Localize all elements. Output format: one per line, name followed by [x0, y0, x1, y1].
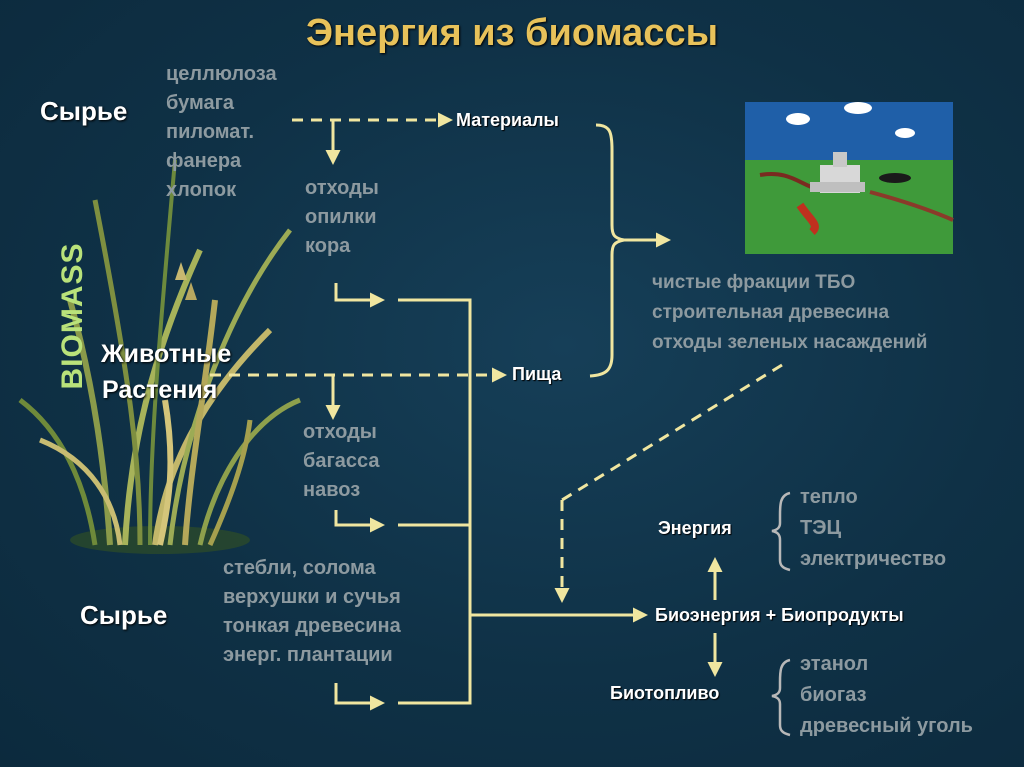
list-item: пиломат. — [166, 118, 277, 147]
list-item: целлюлоза — [166, 60, 277, 89]
list-item: тонкая древесина — [223, 612, 401, 641]
list-item: верхушки и сучья — [223, 583, 401, 612]
list-item: бумага — [166, 89, 277, 118]
biofuel-node: Биотопливо — [610, 683, 719, 704]
bioenergy-bioproducts-node: Биоэнергия + Биопродукты — [655, 605, 904, 626]
materials-examples-list: целлюлоза бумага пиломат. фанера хлопок — [166, 60, 277, 205]
list-item: отходы — [305, 174, 379, 203]
biofuel-outputs-list: этанол биогаз древесный уголь — [800, 649, 973, 742]
energy-node: Энергия — [658, 518, 732, 539]
list-item: этанол — [800, 649, 973, 680]
list-item: кора — [305, 232, 379, 261]
landscape-picture — [745, 102, 953, 254]
list-item: навоз — [303, 476, 380, 505]
list-item: биогаз — [800, 680, 973, 711]
list-item: багасса — [303, 447, 380, 476]
list-item: хлопок — [166, 176, 277, 205]
waste-group-1-list: отходы опилки кора — [305, 174, 379, 261]
list-item: древесный уголь — [800, 711, 973, 742]
raw-material-bottom-label: Сырье — [80, 600, 167, 631]
list-item: чистые фракции ТБО — [652, 268, 928, 298]
plants-label: Растения — [102, 376, 217, 405]
biomass-vertical-word: BIOMASS — [56, 242, 90, 389]
materials-node: Материалы — [456, 110, 559, 131]
list-item: отходы зеленых насаждений — [652, 328, 928, 358]
list-item: опилки — [305, 203, 379, 232]
slide-title: Энергия из биомассы — [0, 12, 1024, 55]
raw-material-top-label: Сырье — [40, 96, 127, 127]
list-item: тепло — [800, 482, 946, 513]
msw-fractions-list: чистые фракции ТБО строительная древесин… — [652, 268, 928, 358]
waste-group-2-list: отходы багасса навоз — [303, 418, 380, 505]
list-item: фанера — [166, 147, 277, 176]
food-node: Пища — [512, 364, 561, 385]
animals-label: Животные — [101, 340, 231, 369]
list-item: строительная древесина — [652, 298, 928, 328]
list-item: энерг. плантации — [223, 641, 401, 670]
field-residues-list: стебли, солома верхушки и сучья тонкая д… — [223, 554, 401, 670]
energy-outputs-list: тепло ТЭЦ электричество — [800, 482, 946, 575]
list-item: электричество — [800, 544, 946, 575]
list-item: отходы — [303, 418, 380, 447]
list-item: стебли, солома — [223, 554, 401, 583]
list-item: ТЭЦ — [800, 513, 946, 544]
